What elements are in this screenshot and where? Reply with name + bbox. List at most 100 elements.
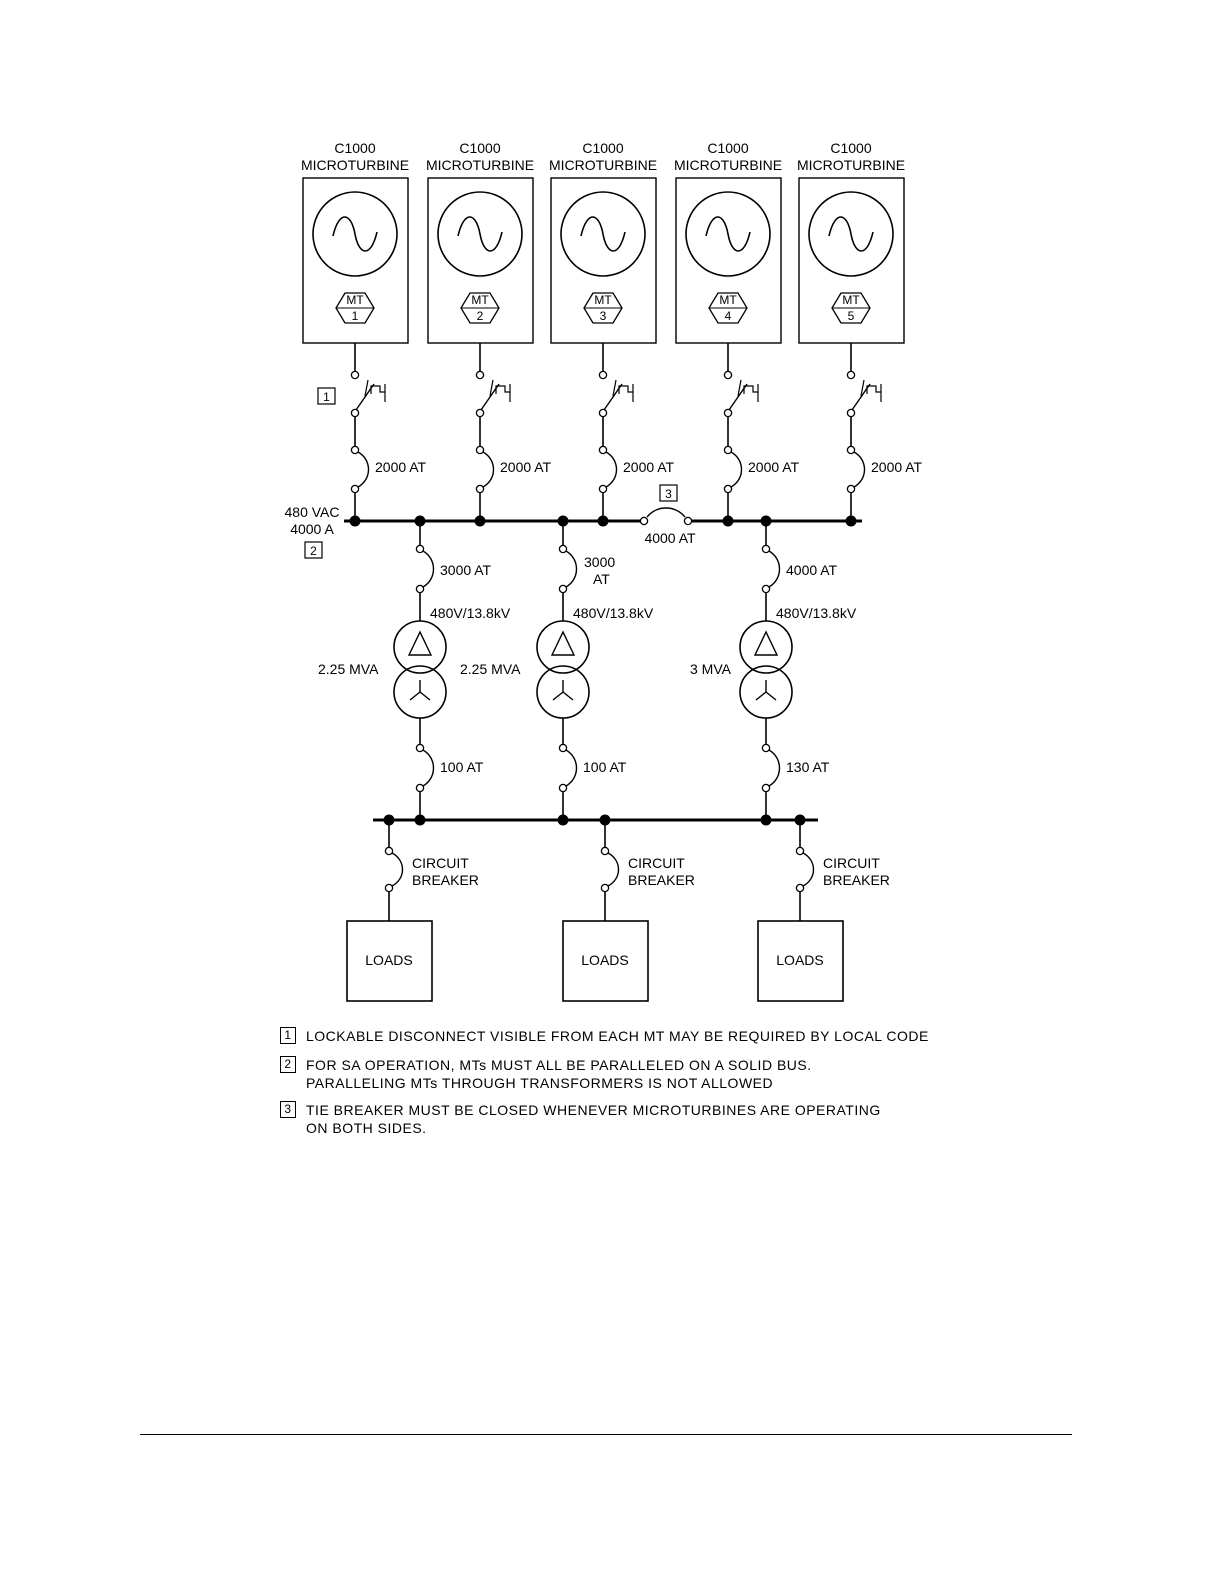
mt-badge-number: 4 bbox=[725, 309, 732, 323]
microturbine-type: MICROTURBINE bbox=[301, 157, 409, 173]
breaker-contact bbox=[558, 544, 568, 554]
wye-icon bbox=[419, 691, 431, 701]
load-label: LOADS bbox=[776, 952, 823, 968]
note-number: 3 bbox=[280, 1101, 296, 1118]
breaker-arc-icon bbox=[730, 451, 743, 488]
breaker-contact bbox=[384, 883, 394, 893]
wye-icon bbox=[562, 691, 574, 701]
breaker-contact bbox=[558, 783, 568, 793]
sine-wave-icon bbox=[580, 216, 626, 252]
microturbine-model: C1000 bbox=[707, 140, 748, 156]
breaker-contact bbox=[600, 846, 610, 856]
secondary-breaker-rating: 130 AT bbox=[786, 759, 830, 775]
tie-breaker-rating: 4000 AT bbox=[644, 530, 696, 546]
load-label: LOADS bbox=[365, 952, 412, 968]
breaker-contact bbox=[415, 783, 425, 793]
load-box bbox=[346, 920, 433, 1002]
note-number: 2 bbox=[280, 1056, 296, 1073]
bus-voltage-label: 480 VAC bbox=[285, 504, 340, 520]
generator-icon bbox=[437, 191, 523, 277]
mt-breaker-rating: 2000 AT bbox=[748, 459, 800, 475]
circuit-breaker-label: CIRCUIT bbox=[823, 855, 880, 871]
load-box bbox=[757, 920, 844, 1002]
disconnect-contact bbox=[723, 370, 733, 380]
breaker-arc-icon bbox=[565, 749, 578, 787]
circuit-breaker-label: CIRCUIT bbox=[628, 855, 685, 871]
disconnect-tag-number: 1 bbox=[323, 390, 330, 404]
breaker-arc-icon bbox=[357, 451, 370, 488]
disconnect-contact bbox=[475, 370, 485, 380]
mt-badge-label: MT bbox=[842, 293, 860, 307]
mt-badge-number: 3 bbox=[600, 309, 607, 323]
circuit-breaker-label: CIRCUIT bbox=[412, 855, 469, 871]
breaker-contact bbox=[558, 584, 568, 594]
breaker-contact bbox=[350, 484, 360, 494]
circuit-breaker-label: BREAKER bbox=[823, 872, 890, 888]
breaker-arc-icon bbox=[482, 451, 495, 488]
breaker-contact bbox=[600, 883, 610, 893]
lock-symbol-icon bbox=[370, 384, 386, 402]
disconnect-contact bbox=[475, 408, 485, 418]
mt-badge-number: 5 bbox=[848, 309, 855, 323]
microturbine-model: C1000 bbox=[582, 140, 623, 156]
disconnect-lock-icon bbox=[737, 379, 742, 397]
sine-wave-icon bbox=[828, 216, 874, 252]
load-label: LOADS bbox=[581, 952, 628, 968]
note-line: FOR SA OPERATION, MTs MUST ALL BE PARALL… bbox=[306, 1057, 812, 1073]
disconnect-lock-icon bbox=[860, 379, 865, 397]
transformer-ratio: 480V/13.8kV bbox=[573, 605, 654, 621]
primary-breaker-rating: 3000 AT bbox=[440, 562, 492, 578]
disconnect-contact bbox=[846, 370, 856, 380]
breaker-arc-icon bbox=[853, 451, 866, 488]
transformer-primary-winding bbox=[536, 620, 590, 674]
sine-wave-icon bbox=[705, 216, 751, 252]
feeder-layer: CIRCUITBREAKERLOADSCIRCUITBREAKERLOADSCI… bbox=[346, 814, 890, 1002]
tie-tag-box bbox=[659, 484, 678, 502]
secondary-breaker-rating: 100 AT bbox=[583, 759, 627, 775]
breaker-contact bbox=[795, 846, 805, 856]
disconnect-contact bbox=[846, 408, 856, 418]
mt-badge-label: MT bbox=[346, 293, 364, 307]
transformer-primary-winding bbox=[739, 620, 793, 674]
breaker-arc-icon bbox=[605, 451, 618, 488]
breaker-contact bbox=[761, 544, 771, 554]
disconnect-tag-box bbox=[317, 387, 336, 405]
mt-badge-label: MT bbox=[471, 293, 489, 307]
load-box bbox=[562, 920, 649, 1002]
disconnect-lock-icon bbox=[489, 379, 494, 397]
lock-symbol-icon bbox=[495, 384, 511, 402]
transformer-primary-winding bbox=[393, 620, 447, 674]
secondary-breaker-rating: 100 AT bbox=[440, 759, 484, 775]
breaker-contact bbox=[598, 445, 608, 455]
breaker-arc-icon bbox=[768, 550, 781, 588]
breaker-contact bbox=[795, 883, 805, 893]
lock-symbol-icon bbox=[866, 384, 882, 402]
mt-badge-label: MT bbox=[719, 293, 737, 307]
breaker-contact bbox=[598, 484, 608, 494]
disconnect-contact bbox=[598, 408, 608, 418]
disconnect-lock-icon bbox=[364, 379, 369, 397]
microturbine-model: C1000 bbox=[830, 140, 871, 156]
breaker-contact bbox=[846, 445, 856, 455]
primary-breaker-rating: 4000 AT bbox=[786, 562, 838, 578]
breaker-contact bbox=[475, 445, 485, 455]
breaker-arc-icon bbox=[802, 852, 815, 887]
breaker-contact bbox=[558, 743, 568, 753]
bus-current-label: 4000 A bbox=[290, 521, 334, 537]
breaker-contact bbox=[761, 743, 771, 753]
wye-icon bbox=[755, 691, 767, 701]
mt-breaker-rating: 2000 AT bbox=[871, 459, 923, 475]
breaker-contact bbox=[723, 445, 733, 455]
breaker-contact bbox=[846, 484, 856, 494]
